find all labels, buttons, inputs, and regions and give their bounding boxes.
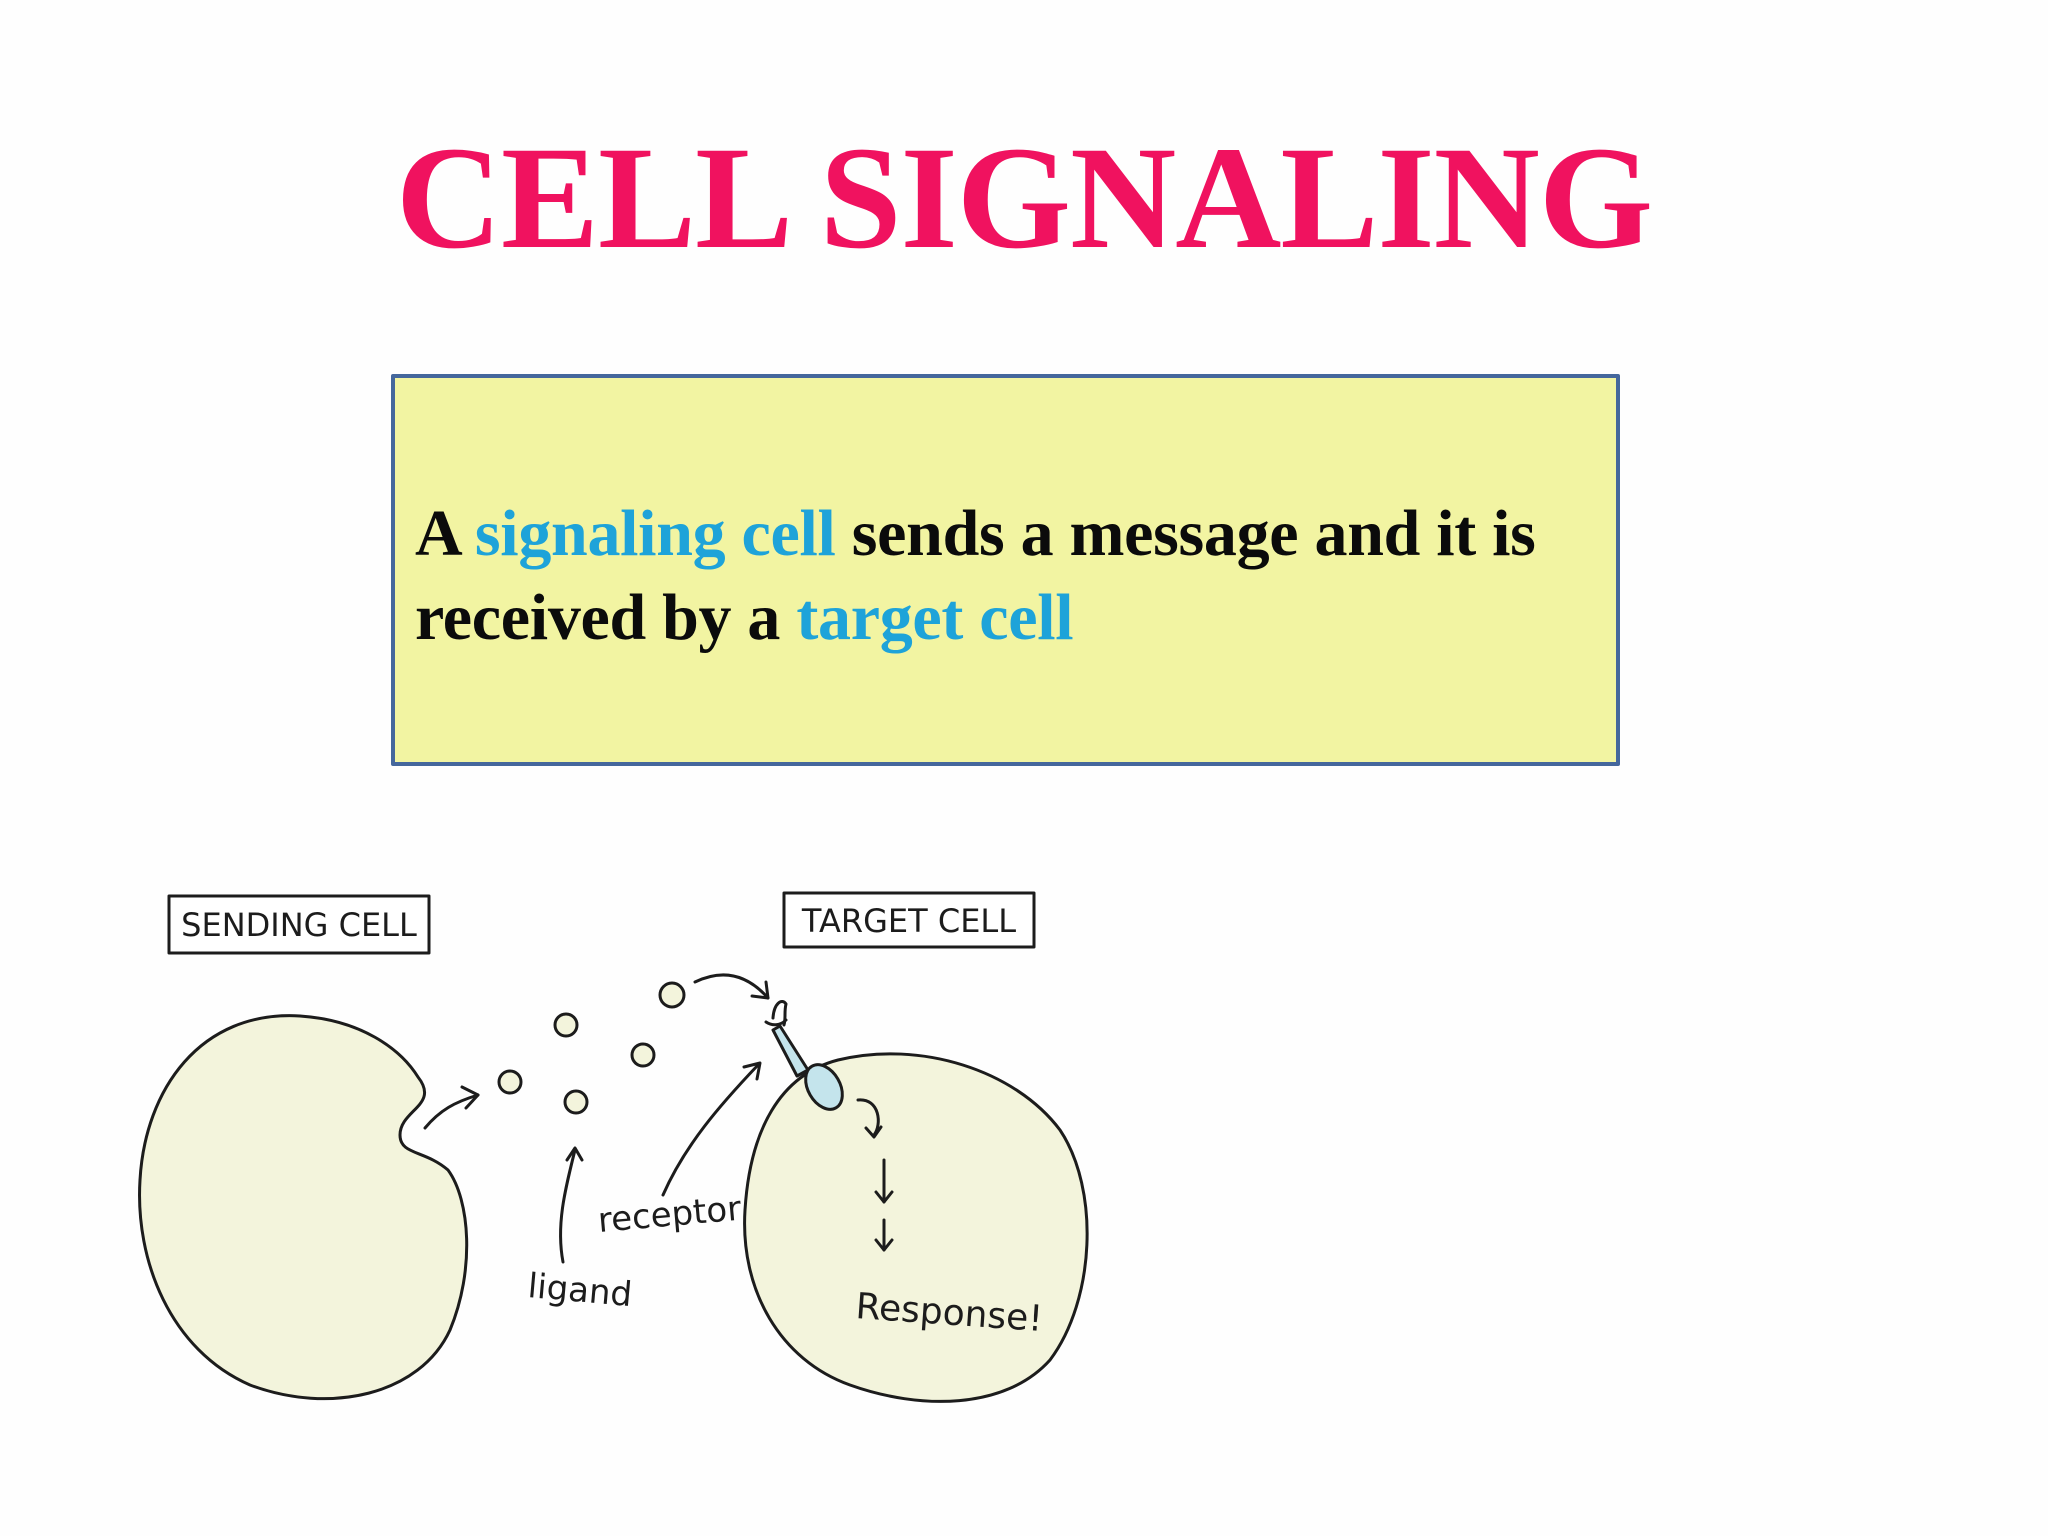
target-cell-label: TARGET CELL — [801, 902, 1016, 940]
receptor-label: receptor — [596, 1189, 742, 1241]
definition-part-1: A — [415, 497, 475, 570]
ligand-label: ligand — [526, 1266, 634, 1315]
ligand-pointer-arrow — [559, 1148, 577, 1264]
ligand-molecule — [630, 1042, 656, 1068]
definition-box: A signaling cell sends a message and it … — [391, 374, 1620, 766]
highlight-signaling-cell: signaling cell — [474, 497, 836, 570]
definition-part-2: sends a message and it is received by a — [415, 497, 1536, 654]
target-cell — [743, 1052, 1089, 1403]
definition-text: A signaling cell sends a message and it … — [415, 492, 1610, 660]
ligand-molecule — [658, 981, 686, 1009]
sending-cell — [138, 1014, 469, 1401]
binding-arrow — [693, 973, 770, 1000]
sending-cell-label: SENDING CELL — [181, 906, 417, 944]
receptor-pointer-arrow — [661, 1063, 760, 1197]
ligand-molecule — [497, 1069, 523, 1095]
target-cell-label-box: TARGET CELL — [782, 891, 1036, 949]
receptor — [764, 1000, 844, 1111]
slide-title: CELL SIGNALING — [395, 116, 1653, 279]
signal-cascade-arrows — [856, 1098, 894, 1252]
sending-cell-label-box: SENDING CELL — [167, 894, 431, 955]
ligand-molecule — [553, 1012, 579, 1038]
ligand-molecule — [563, 1089, 589, 1115]
secretion-arrow — [423, 1093, 480, 1130]
highlight-target-cell: target cell — [796, 581, 1074, 654]
